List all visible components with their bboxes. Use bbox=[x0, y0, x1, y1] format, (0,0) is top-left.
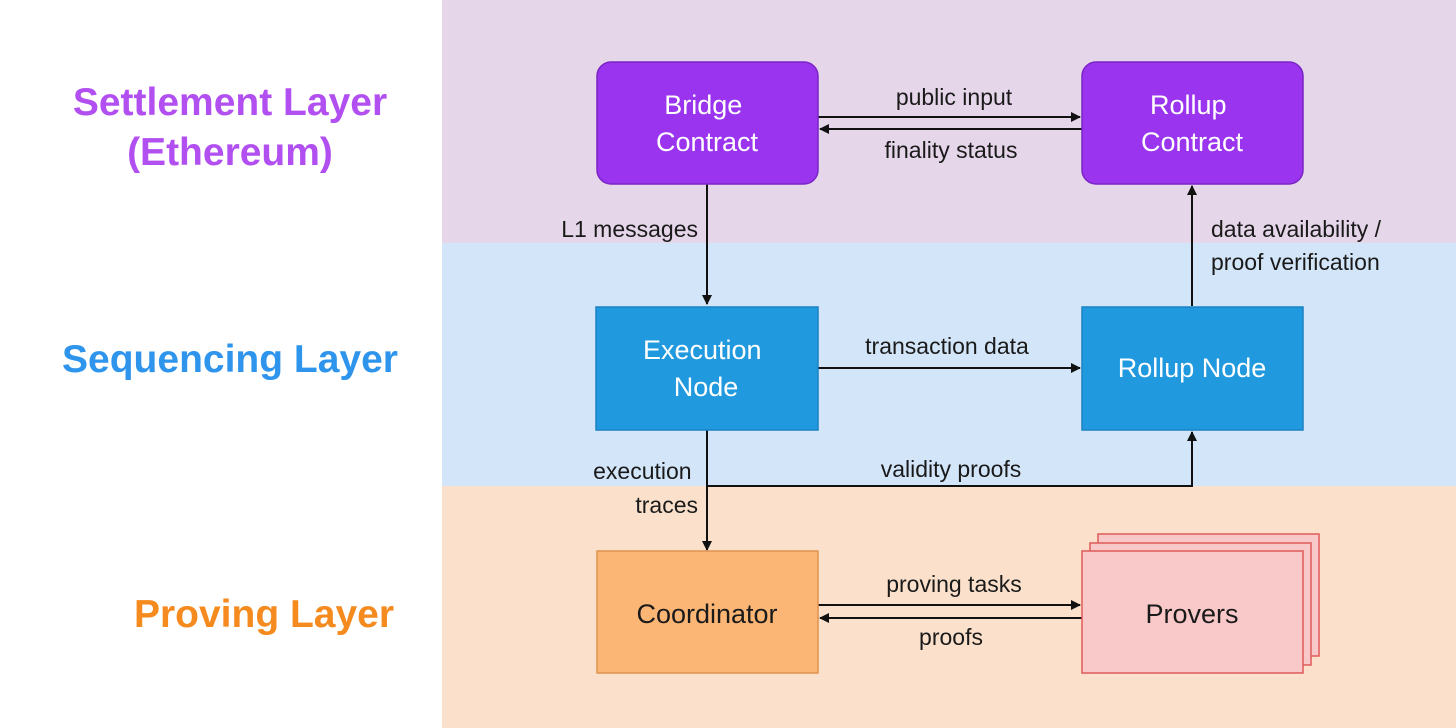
node-coordinator: Coordinator bbox=[596, 550, 819, 674]
node-rollup-contract-box bbox=[1081, 61, 1304, 185]
edge-label-execution-traces-line-2: traces bbox=[635, 492, 698, 518]
node-execution-node-box bbox=[595, 306, 819, 431]
edge-label-proofs: proofs bbox=[919, 624, 983, 650]
edges bbox=[702, 112, 1197, 623]
node-execution-node: Execution Node bbox=[595, 306, 819, 431]
node-bridge-contract-box bbox=[596, 61, 819, 185]
edge-validity-proofs bbox=[707, 431, 1197, 487]
node-execution-node-label: Execution Node bbox=[643, 335, 769, 402]
settlement-layer-label: Settlement Layer (Ethereum) bbox=[20, 78, 440, 178]
edge-label-execution-traces: execution traces bbox=[593, 458, 698, 518]
edge-label-l1-messages: L1 messages bbox=[561, 216, 698, 242]
edge-label-validity-proofs-line: validity proofs bbox=[881, 456, 1022, 482]
node-bridge-contract-label: Bridge Contract bbox=[656, 90, 759, 157]
node-rollup-contract-line-2: Contract bbox=[1141, 127, 1244, 157]
node-rollup-node-line-1: Rollup Node bbox=[1118, 353, 1267, 383]
node-rollup-contract-label: Rollup Contract bbox=[1141, 90, 1244, 157]
node-provers-box bbox=[1081, 550, 1304, 674]
edge-label-proofs-line: proofs bbox=[919, 624, 983, 650]
node-rollup-node-box bbox=[1081, 306, 1304, 431]
edge-label-validity-proofs: validity proofs bbox=[881, 456, 1022, 482]
node-bridge-contract-line-1: Bridge bbox=[664, 90, 742, 120]
edge-label-finality-status-line: finality status bbox=[885, 137, 1018, 163]
sequencing-layer-title: Sequencing Layer bbox=[62, 338, 398, 381]
node-rollup-contract-line-1: Rollup bbox=[1150, 90, 1227, 120]
settlement-layer-subtitle: (Ethereum) bbox=[127, 131, 333, 174]
node-rollup-node: Rollup Node bbox=[1081, 306, 1304, 431]
node-rollup-contract: Rollup Contract bbox=[1081, 61, 1304, 185]
node-coordinator-line-1: Coordinator bbox=[636, 599, 777, 629]
edge-label-proving-tasks: proving tasks bbox=[886, 571, 1022, 597]
edge-label-public-input-line: public input bbox=[896, 84, 1013, 110]
node-provers-line-1: Provers bbox=[1145, 599, 1238, 629]
edge-label-transaction-data-line: transaction data bbox=[865, 333, 1029, 359]
edge-label-execution-traces-line-1: execution bbox=[593, 458, 691, 484]
node-execution-node-line-2: Node bbox=[674, 372, 739, 402]
sequencing-layer-label: Sequencing Layer bbox=[20, 335, 440, 385]
proving-layer-label: Proving Layer bbox=[54, 590, 474, 640]
edge-label-transaction-data: transaction data bbox=[865, 333, 1029, 359]
edge-label-data-availability-line-2: proof verification bbox=[1211, 249, 1380, 275]
settlement-layer-title: Settlement Layer bbox=[72, 81, 388, 124]
edge-label-proving-tasks-line: proving tasks bbox=[886, 571, 1022, 597]
edge-label-public-input: public input bbox=[896, 84, 1013, 110]
edge-label-data-availability: data availability / proof verification bbox=[1211, 216, 1387, 275]
node-execution-node-line-1: Execution bbox=[643, 335, 762, 365]
node-bridge-contract-line-2: Contract bbox=[656, 127, 759, 157]
proving-layer-title: Proving Layer bbox=[133, 593, 395, 636]
node-provers-label: Provers bbox=[1145, 599, 1238, 629]
edge-label-finality-status: finality status bbox=[885, 137, 1018, 163]
node-rollup-node-label: Rollup Node bbox=[1118, 353, 1267, 383]
node-bridge-contract: Bridge Contract bbox=[596, 61, 819, 185]
node-coordinator-box bbox=[596, 550, 819, 674]
node-provers: Provers bbox=[1081, 533, 1320, 674]
node-coordinator-label: Coordinator bbox=[636, 599, 777, 629]
edge-label-data-availability-line-1: data availability / bbox=[1211, 216, 1382, 242]
edge-label-l1-messages-line: L1 messages bbox=[561, 216, 698, 242]
